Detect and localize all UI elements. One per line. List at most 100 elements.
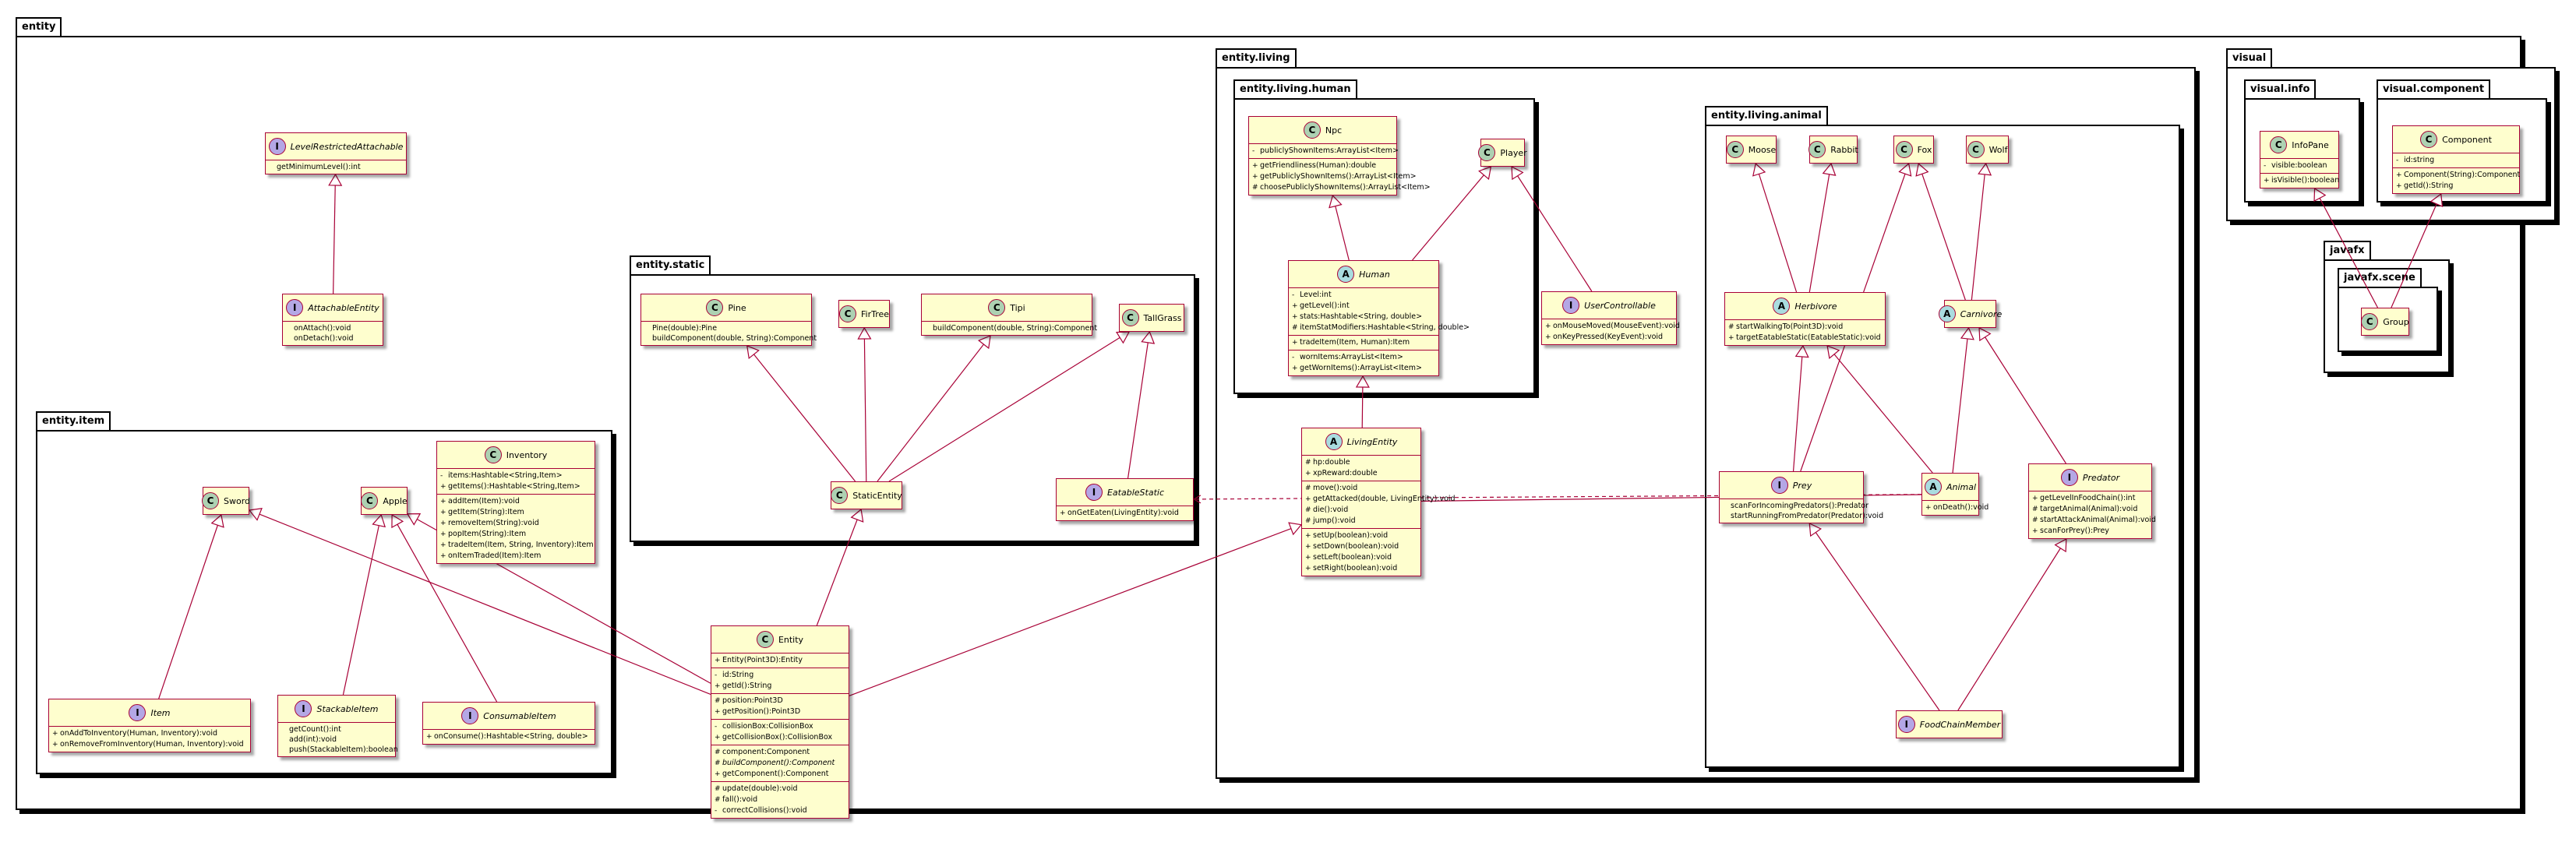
- member-signature: startWalkingTo(Point3D):void: [1736, 322, 1844, 331]
- class-name: Human: [1359, 269, 1390, 280]
- relation-line: [1127, 331, 1150, 479]
- inheritance-arrowhead: [1288, 522, 1303, 536]
- relation-inheritance: [1952, 326, 1974, 474]
- inheritance-arrowhead: [1478, 166, 1492, 180]
- class-member: +stats:Hashtable<String, double>: [1292, 312, 1435, 322]
- class-name: LivingEntity: [1346, 436, 1398, 447]
- class-member: getCount():int: [281, 724, 392, 735]
- visibility-marker: +: [1925, 504, 1932, 512]
- interface-stereotype-icon: I: [268, 138, 286, 155]
- visibility-marker: -: [715, 807, 718, 815]
- class-member: -items:Hashtable<String,Item>: [440, 470, 591, 481]
- relation-inheritance: [877, 335, 991, 482]
- member-signature: onAddToInventory(Human, Inventory):void: [60, 729, 217, 738]
- member-section: -Level:int+getLevel():int+stats:Hashtabl…: [1289, 288, 1470, 336]
- class-stereotype-icon: C: [988, 299, 1006, 316]
- package-label-entity-static: entity.static: [630, 255, 711, 274]
- class-name: FoodChainMember: [1919, 719, 2001, 730]
- inheritance-arrowhead: [1978, 162, 1992, 176]
- member-signature: wornItems:ArrayList<Item>: [1300, 353, 1403, 361]
- class-member: #hp:double: [1305, 457, 1417, 468]
- class-name: Player: [1500, 147, 1527, 158]
- inheritance-arrowhead: [1115, 331, 1131, 344]
- class-member: #component:Component: [715, 747, 845, 758]
- member-signature: choosePubliclyShownItems():ArrayList<Ite…: [1260, 183, 1431, 192]
- class-member: #targetAnimal(Animal):void: [2032, 504, 2148, 515]
- visibility-marker: +: [715, 657, 721, 664]
- relation-line: [249, 509, 711, 696]
- visibility-marker: +: [1305, 565, 1311, 572]
- visibility-marker: #: [1252, 184, 1258, 192]
- visibility-marker: +: [1305, 470, 1311, 477]
- visibility-marker: #: [715, 759, 721, 767]
- package-label-entity-living-animal: entity.living.animal: [1705, 106, 1828, 125]
- relation-realization: [1978, 326, 2066, 464]
- abstract-stereotype-icon: A: [1325, 433, 1343, 450]
- visibility-marker: #: [1305, 506, 1311, 514]
- member-signature: onDeath():void: [1933, 503, 1989, 512]
- member-signature: jump():void: [1313, 516, 1356, 525]
- inheritance-arrowhead: [248, 508, 263, 521]
- member-section: #component:Component#buildComponent():Co…: [711, 745, 849, 782]
- visibility-marker: +: [440, 530, 446, 538]
- class-name: EatableStatic: [1106, 487, 1164, 498]
- interface-stereotype-icon: I: [461, 707, 479, 724]
- relation-realization: [1511, 165, 1593, 292]
- relation-inheritance: [857, 326, 872, 482]
- visibility-marker: +: [1545, 333, 1551, 341]
- class-member: Pine(double):Pine: [644, 323, 808, 333]
- member-signature: getLevelInFoodChain():int: [2040, 494, 2136, 502]
- visibility-marker: +: [1252, 162, 1258, 170]
- visibility-marker: #: [715, 749, 721, 756]
- class-name: Apple: [383, 495, 408, 506]
- class-member: +onKeyPressed(KeyEvent):void: [1545, 332, 1673, 343]
- class-member: +getCollisionBox():CollisionBox: [715, 732, 845, 743]
- class-name: TallGrass: [1143, 312, 1182, 323]
- class-stereotype-icon: C: [1895, 141, 1913, 158]
- member-signature: getPubliclyShownItems():ArrayList<Item>: [1260, 172, 1417, 181]
- member-signature: addItem(Item):void: [448, 497, 520, 506]
- relation-inheritance: [1329, 194, 1350, 261]
- class-name: Rabbit: [1830, 144, 1858, 155]
- member-signature: xpReward:double: [1313, 469, 1378, 477]
- visibility-marker: +: [1305, 495, 1311, 503]
- member-signature: position:Point3D: [722, 696, 783, 705]
- relation-line: [1511, 166, 1593, 292]
- abstract-stereotype-icon: A: [1773, 298, 1791, 315]
- visibility-marker: #: [1728, 323, 1734, 331]
- visibility-marker: +: [1292, 339, 1298, 347]
- visibility-marker: +: [1305, 532, 1311, 540]
- member-signature: getWornItems():ArrayList<Item>: [1300, 364, 1422, 372]
- member-signature: scanForPrey():Prey: [2040, 527, 2109, 535]
- inheritance-arrowhead: [2313, 187, 2327, 203]
- relation-line: [1826, 345, 1933, 474]
- member-section: -wornItems:ArrayList<Item>+getWornItems(…: [1289, 351, 1438, 375]
- visibility-marker: +: [1728, 334, 1734, 342]
- member-section: +onGetEaten(LivingEntity):void: [1057, 506, 1193, 520]
- visibility-marker: +: [2032, 495, 2038, 502]
- member-section: #update(double):void#fall():void-correct…: [711, 782, 849, 818]
- visibility-marker: #: [2032, 516, 2038, 524]
- class-name: LevelRestrictedAttachable: [290, 141, 404, 152]
- class-member: +xpReward:double: [1305, 468, 1417, 479]
